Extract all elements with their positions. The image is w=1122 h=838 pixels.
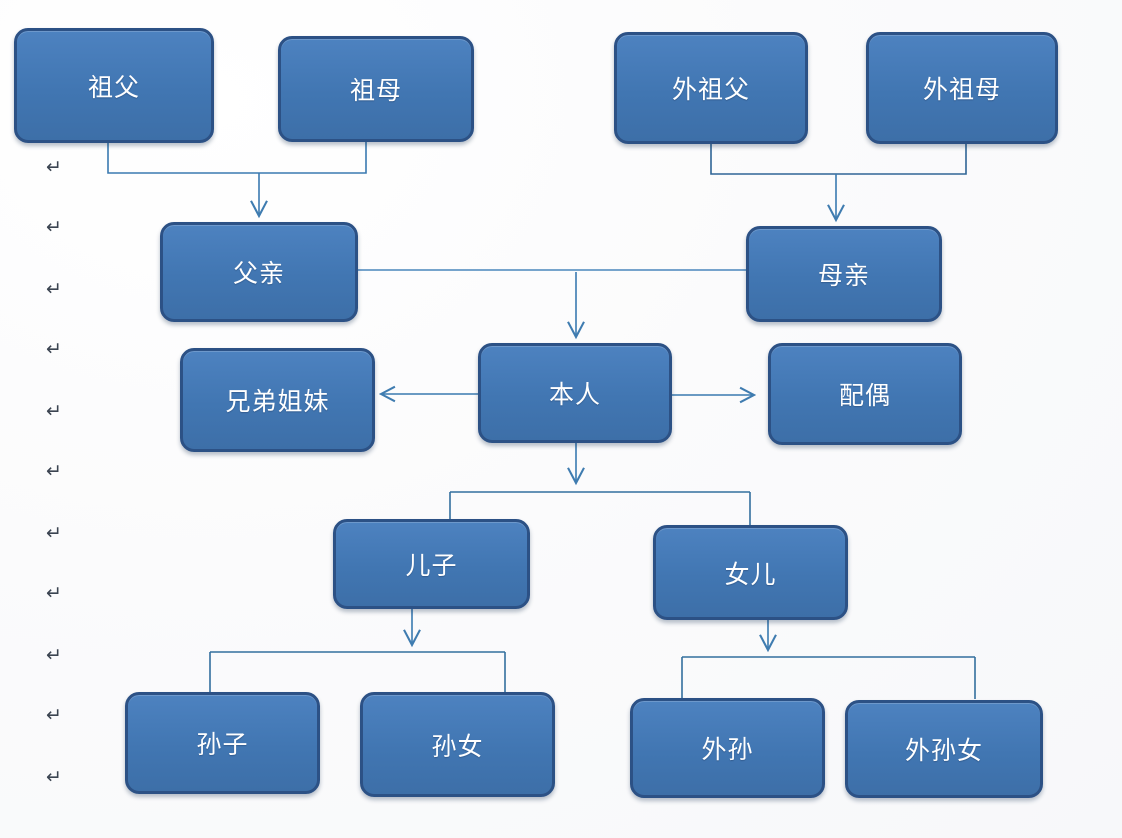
node-label: 配偶 (838, 382, 891, 410)
node-label: 本人 (548, 381, 601, 409)
connector-maternal-grandparents-to-mother (710, 144, 967, 223)
node-label: 祖母 (349, 77, 402, 105)
node-label: 外孙女 (904, 737, 983, 765)
node-maternal-grandfather[interactable]: 外祖父 (614, 32, 808, 144)
connector-son-to-grandchildren (209, 609, 506, 693)
paragraph-mark: ↵ (46, 523, 62, 544)
node-grandson[interactable]: 孙子 (125, 692, 320, 794)
node-label: 孙女 (431, 732, 484, 761)
node-mother[interactable]: 母亲 (746, 226, 942, 322)
node-label: 祖父 (87, 73, 140, 102)
paragraph-mark: ↵ (46, 279, 62, 300)
paragraph-mark: ↵ (46, 339, 62, 360)
node-spouse[interactable]: 配偶 (768, 343, 962, 445)
node-label: 外祖母 (922, 76, 1001, 104)
node-maternal-grandson[interactable]: 外孙 (630, 698, 825, 798)
node-father[interactable]: 父亲 (160, 222, 358, 322)
paragraph-mark: ↵ (46, 767, 62, 788)
node-grandmother[interactable]: 祖母 (278, 36, 474, 142)
paragraph-mark: ↵ (46, 645, 62, 666)
paragraph-mark: ↵ (46, 157, 62, 178)
node-daughter[interactable]: 女儿 (653, 525, 848, 620)
paragraph-mark: ↵ (46, 583, 62, 604)
node-label: 外孙 (701, 736, 754, 764)
node-granddaughter[interactable]: 孙女 (360, 692, 555, 797)
node-grandfather[interactable]: 祖父 (14, 28, 214, 143)
node-maternal-grandmother[interactable]: 外祖母 (866, 32, 1058, 144)
node-siblings[interactable]: 兄弟姐妹 (180, 348, 375, 452)
paragraph-mark: ↵ (46, 705, 62, 726)
node-label: 孙子 (196, 731, 249, 759)
paragraph-mark: ↵ (46, 217, 62, 238)
node-maternal-granddaughter[interactable]: 外孙女 (845, 700, 1043, 798)
node-son[interactable]: 儿子 (333, 519, 530, 609)
connector-grandparents-to-father (107, 142, 367, 219)
connector-self-to-children (449, 443, 751, 525)
connector-daughter-to-grandchildren (681, 620, 976, 699)
node-label: 女儿 (724, 560, 777, 589)
paragraph-mark: ↵ (46, 461, 62, 482)
node-label: 母亲 (817, 262, 870, 290)
node-label: 儿子 (405, 552, 458, 580)
paragraph-mark: ↵ (46, 401, 62, 422)
node-label: 父亲 (232, 260, 285, 288)
node-label: 兄弟姐妹 (225, 388, 330, 416)
node-self[interactable]: 本人 (478, 343, 672, 443)
node-label: 外祖父 (671, 76, 750, 104)
